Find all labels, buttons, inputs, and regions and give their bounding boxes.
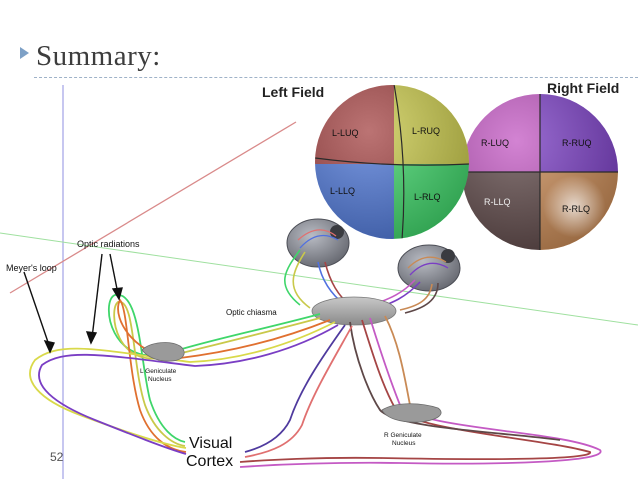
- diagonal-guide-line: [9, 121, 297, 294]
- l-luq-label: L-LUQ: [332, 128, 359, 138]
- left-field-sphere: [315, 85, 469, 239]
- visual-cortex-label-line2: Cortex: [186, 453, 233, 470]
- left-eye: [286, 218, 350, 268]
- right-visual-pathway: [239, 315, 602, 468]
- right-field-sphere: [462, 94, 618, 250]
- optic-chiasma: [311, 296, 397, 326]
- r-geniculate-label-line2: Nucleus: [392, 440, 416, 447]
- r-luq-label: R-LUQ: [481, 138, 509, 148]
- annotation-arrows: [23, 253, 123, 354]
- slide-title: Summary:: [36, 40, 161, 72]
- left-field-label: Left Field: [262, 84, 324, 100]
- l-ruq-label: L-RUQ: [412, 126, 440, 136]
- meyers-loop-label: Meyer's loop: [6, 263, 57, 273]
- r-geniculate-nucleus: [381, 403, 442, 423]
- l-geniculate-label-line2: Nucleus: [148, 376, 172, 383]
- r-rlq-label: R-RLQ: [562, 204, 590, 214]
- left-visual-pathway: [29, 294, 339, 455]
- visual-cortex-label-line1: Visual: [189, 435, 232, 452]
- l-geniculate-label-line1: L Geniculate: [140, 368, 177, 375]
- title-divider: [34, 77, 638, 78]
- horizontal-guide-line: [0, 232, 638, 326]
- l-geniculate-nucleus: [141, 342, 185, 362]
- right-field-label: Right Field: [547, 80, 619, 96]
- r-geniculate-label-line1: R Geniculate: [384, 432, 422, 439]
- l-llq-label: L-LLQ: [330, 186, 355, 196]
- r-llq-label: R-LLQ: [484, 197, 511, 207]
- optic-chiasma-label: Optic chiasma: [226, 308, 277, 317]
- page-number: 52: [50, 450, 64, 464]
- r-ruq-label: R-RUQ: [562, 138, 592, 148]
- l-rlq-label: L-RLQ: [414, 192, 441, 202]
- title-bullet-icon: [20, 47, 29, 59]
- optic-radiations-label: Optic radiations: [77, 239, 140, 249]
- right-eye: [397, 244, 461, 292]
